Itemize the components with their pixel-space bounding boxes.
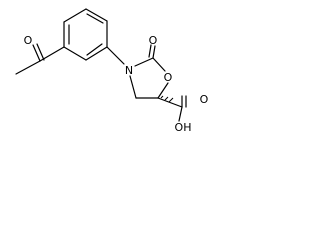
hash-mark [164, 96, 169, 101]
hash-mark [168, 97, 174, 103]
bond-benzene-inner [86, 13, 104, 24]
bond-aryl-n [106, 46, 125, 65]
stereo-hash-bond [160, 95, 174, 103]
atom-label-acid-o: O [200, 93, 209, 106]
hash-mark [160, 95, 164, 99]
structure-drawing: O N O O O OH [15, 8, 209, 134]
bond-c4-n [129, 75, 137, 99]
bond-benzene [85, 8, 108, 22]
bond-benzene [63, 46, 87, 61]
atom-label-acetyl-o: O [24, 34, 33, 47]
bond-c2-o-2 [148, 44, 152, 58]
bonds [15, 8, 187, 122]
bond-c5-cooh [157, 97, 183, 108]
bond-o-ring-c5 [157, 82, 169, 99]
bond-acid-oh [178, 106, 183, 122]
bond-acetyl-ring [39, 46, 65, 62]
bond-benzene [85, 46, 108, 61]
bond-methyl [15, 60, 41, 75]
molecule-canvas: O N O O O OH [0, 0, 228, 151]
bond-c2-o-1 [152, 45, 156, 59]
bond-acetyl-co-1 [32, 44, 41, 62]
bond-acetyl-co-2 [36, 43, 45, 61]
atom-label-ring-o: O [164, 71, 173, 84]
atom-label-oh: OH [175, 121, 192, 134]
bond-benzene-inner [86, 43, 103, 56]
bond-n-c2 [134, 57, 154, 67]
atom-label-n: N [125, 64, 133, 77]
atom-label-c2-o: O [149, 34, 158, 47]
bond-c2-o-ring [152, 57, 166, 72]
bond-benzene [63, 8, 87, 23]
